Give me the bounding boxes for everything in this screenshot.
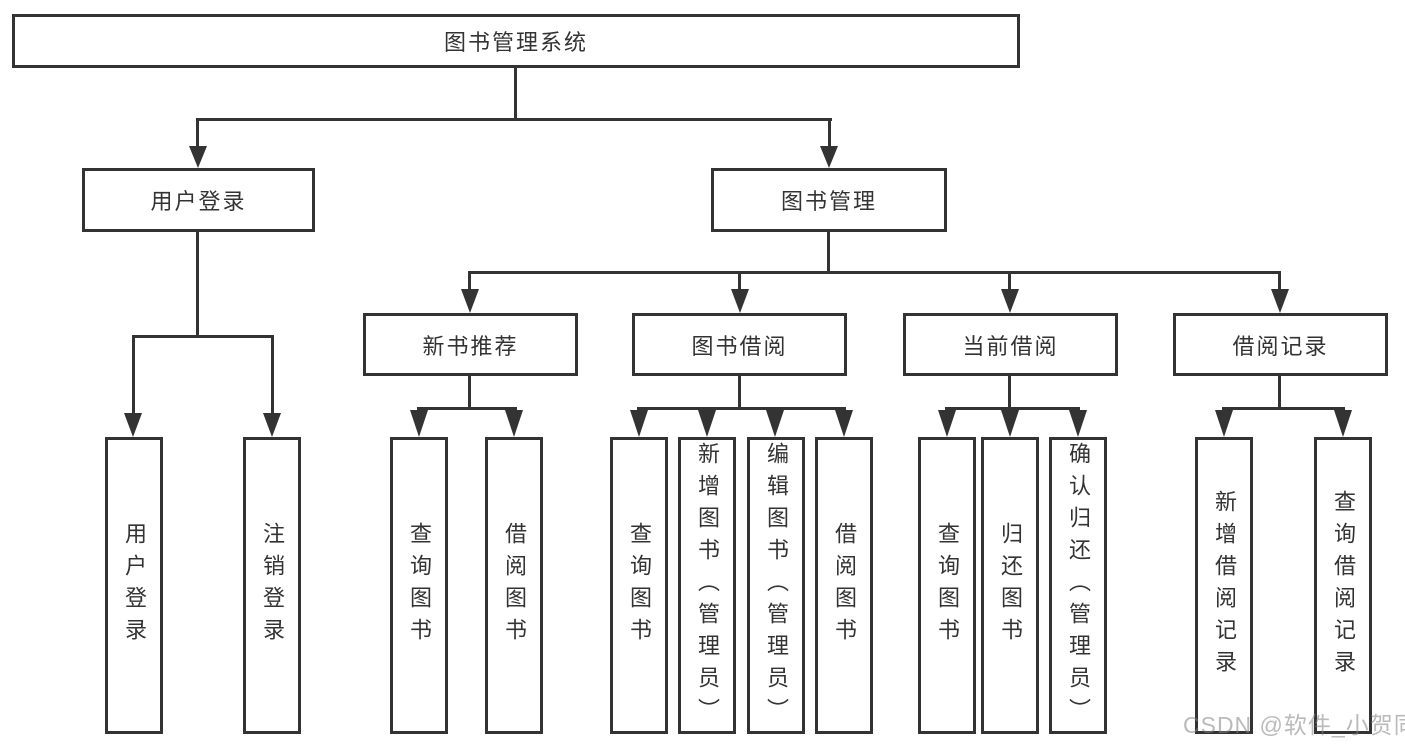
arrow-down-icon xyxy=(1334,410,1352,437)
arrow-down-icon xyxy=(1271,289,1289,313)
connector-line xyxy=(196,118,832,121)
arrow-down-icon xyxy=(1069,410,1087,437)
leaf-user-login: 用户登录 xyxy=(105,437,163,734)
node-borrowing-records: 借阅记录 xyxy=(1173,313,1388,376)
arrow-down-icon xyxy=(938,410,956,437)
arrow-down-icon xyxy=(189,146,207,168)
node-library-management-system: 图书管理系统 xyxy=(12,14,1020,68)
node-new-book-recommendation: 新书推荐 xyxy=(363,313,578,376)
leaf-logout: 注销登录 xyxy=(243,437,301,734)
leaf-nb-query-books: 查询图书 xyxy=(390,437,448,734)
leaf-bb-add-books-admin: 新增图书（管理员） xyxy=(678,437,736,734)
connector-line xyxy=(468,376,471,410)
arrow-down-icon xyxy=(263,413,281,437)
connector-line xyxy=(468,271,1281,274)
connector-line xyxy=(196,232,199,338)
connector-line xyxy=(468,271,471,291)
arrow-down-icon xyxy=(766,410,784,437)
connector-line xyxy=(417,407,517,410)
leaf-cb-confirm-return-admin-label: 确认归还（管理员） xyxy=(1066,441,1091,730)
leaf-nb-borrow-books: 借阅图书 xyxy=(485,437,543,734)
leaf-br-query-record: 查询借阅记录 xyxy=(1314,437,1372,734)
arrow-down-icon xyxy=(1215,410,1233,437)
connector-line xyxy=(1278,271,1281,291)
connector-line xyxy=(1278,376,1281,410)
leaf-bb-borrow-books: 借阅图书 xyxy=(815,437,873,734)
leaf-br-query-record-label: 查询借阅记录 xyxy=(1331,489,1356,682)
node-book-management: 图书管理 xyxy=(711,168,947,232)
arrow-down-icon xyxy=(505,410,523,437)
leaf-cb-query-books: 查询图书 xyxy=(918,437,976,734)
connector-line xyxy=(827,232,830,274)
leaf-user-login-label: 用户登录 xyxy=(122,521,147,650)
arrow-down-icon xyxy=(410,410,428,437)
arrow-down-icon xyxy=(835,410,853,437)
leaf-bb-query-books-label: 查询图书 xyxy=(627,521,652,650)
leaf-bb-edit-books-admin-label: 编辑图书（管理员） xyxy=(764,441,789,730)
leaf-cb-query-books-label: 查询图书 xyxy=(935,521,960,650)
leaf-bb-query-books: 查询图书 xyxy=(610,437,668,734)
arrow-down-icon xyxy=(731,289,749,313)
leaf-logout-label: 注销登录 xyxy=(260,521,285,650)
connector-line xyxy=(1008,271,1011,291)
leaf-br-add-record-label: 新增借阅记录 xyxy=(1212,489,1237,682)
node-book-borrowing: 图书借阅 xyxy=(632,313,847,376)
connector-line xyxy=(738,271,741,291)
node-user-login: 用户登录 xyxy=(82,168,315,232)
arrow-down-icon xyxy=(461,289,479,313)
csdn-watermark: CSDN @软件_小贺同学 xyxy=(1183,712,1405,738)
connector-line xyxy=(945,407,1080,410)
leaf-bb-add-books-admin-label: 新增图书（管理员） xyxy=(695,441,720,730)
connector-line xyxy=(1222,407,1345,410)
connector-line xyxy=(514,68,517,121)
node-current-borrowing: 当前借阅 xyxy=(903,313,1118,376)
connector-line xyxy=(196,118,199,148)
leaf-cb-return-books: 归还图书 xyxy=(981,437,1039,734)
leaf-br-add-record: 新增借阅记录 xyxy=(1195,437,1253,734)
arrow-down-icon xyxy=(630,410,648,437)
connector-line xyxy=(132,335,135,413)
arrow-down-icon xyxy=(820,146,838,168)
arrow-down-icon xyxy=(1001,410,1019,437)
arrow-down-icon xyxy=(124,413,142,437)
leaf-nb-borrow-books-label: 借阅图书 xyxy=(502,521,527,650)
leaf-bb-edit-books-admin: 编辑图书（管理员） xyxy=(747,437,805,734)
arrow-down-icon xyxy=(698,410,716,437)
arrow-down-icon xyxy=(1001,289,1019,313)
leaf-bb-borrow-books-label: 借阅图书 xyxy=(832,521,857,650)
leaf-cb-confirm-return-admin: 确认归还（管理员） xyxy=(1049,437,1107,734)
connector-line xyxy=(828,118,831,148)
connector-line xyxy=(132,335,274,338)
connector-line xyxy=(271,335,274,413)
connector-line xyxy=(637,407,846,410)
leaf-nb-query-books-label: 查询图书 xyxy=(407,521,432,650)
connector-line xyxy=(738,376,741,410)
connector-line xyxy=(1008,376,1011,410)
leaf-cb-return-books-label: 归还图书 xyxy=(998,521,1023,650)
